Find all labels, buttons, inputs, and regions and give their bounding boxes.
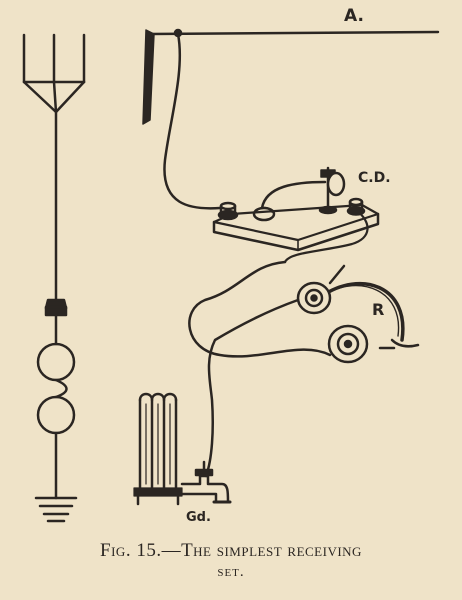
figure-caption: Fig. 15.—The simplest receiving set.	[0, 540, 462, 581]
headphone-earpiece-lower	[327, 324, 369, 364]
aerial-label: A.	[344, 6, 364, 26]
headphone-receivers	[296, 264, 420, 364]
headphone-earpiece-upper	[296, 281, 332, 315]
ground-radiator	[133, 392, 183, 506]
schematic-ground-symbol	[34, 496, 78, 523]
detector-crystal-cup	[252, 206, 276, 222]
schematic-receivers-symbol	[36, 342, 76, 435]
detector-catwhisker-arm	[260, 180, 327, 210]
water-pipe-tap	[180, 460, 232, 504]
caption-line-1: Fig. 15.—The simplest receiving	[100, 540, 362, 561]
lead-in-wire	[163, 32, 222, 210]
schematic-aerial-symbol	[22, 33, 86, 114]
detector-left-terminal	[217, 201, 239, 221]
headphone-cords	[188, 260, 332, 478]
receivers-label: R	[372, 300, 385, 319]
aerial-wire	[142, 28, 440, 125]
caption-line-2: set.	[217, 564, 245, 580]
crystal-detector	[212, 166, 380, 264]
crystal-detector-label: C.D.	[358, 170, 391, 186]
ground-label: Gd.	[186, 510, 211, 525]
schematic-diagram	[22, 33, 86, 523]
schematic-detector-symbol	[44, 298, 68, 346]
detector-right-terminal	[346, 197, 366, 216]
detector-stand	[318, 166, 346, 215]
